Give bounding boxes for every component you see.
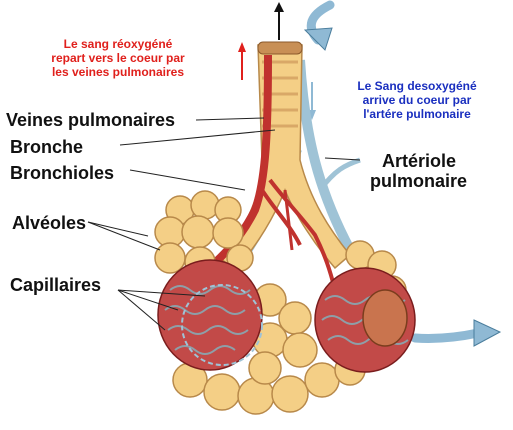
capillary-network-left xyxy=(157,259,263,371)
capillary-network-right xyxy=(314,267,416,373)
deoxygenated-note-line-1: Le Sang desoxygéné xyxy=(357,79,477,93)
label-capillaires: Capillaires xyxy=(10,275,102,295)
label-arteriole-line-2: pulmonaire xyxy=(370,171,468,191)
pulmonary-vein xyxy=(197,54,337,291)
oxygenated-note-line-1: Le sang réoxygéné xyxy=(63,37,173,51)
label-arteriole-line-1: Artériole xyxy=(382,151,457,171)
label-arteriole: Artériole pulmonaire xyxy=(370,151,467,191)
incoming-blood-arrow xyxy=(303,0,335,51)
label-veines-pulmonaires: Veines pulmonaires xyxy=(6,110,176,130)
label-bronchioles: Bronchioles xyxy=(10,163,115,183)
label-alveoles: Alvéoles xyxy=(12,213,87,233)
outgoing-blood-arrow xyxy=(410,319,502,347)
alveoli-clusters xyxy=(154,190,407,415)
oxygenated-note-line-3: les veines pulmonaires xyxy=(51,65,185,79)
leader-lines xyxy=(87,117,361,331)
deoxygenated-note-line-3: l'artére pulmonaire xyxy=(363,107,471,121)
up-arrow xyxy=(274,2,284,40)
deoxygenated-note-line-2: arrive du coeur par xyxy=(362,93,472,107)
oxygenated-blood-note: Le sang réoxygéné repart vers le coeur p… xyxy=(18,37,218,79)
oxygenated-note-line-2: repart vers le coeur par xyxy=(51,51,185,65)
deoxygenated-blood-note: Le Sang desoxygéné arrive du coeur par l… xyxy=(322,79,512,121)
red-flow-arrow xyxy=(238,42,246,80)
label-bronche: Bronche xyxy=(10,137,84,157)
